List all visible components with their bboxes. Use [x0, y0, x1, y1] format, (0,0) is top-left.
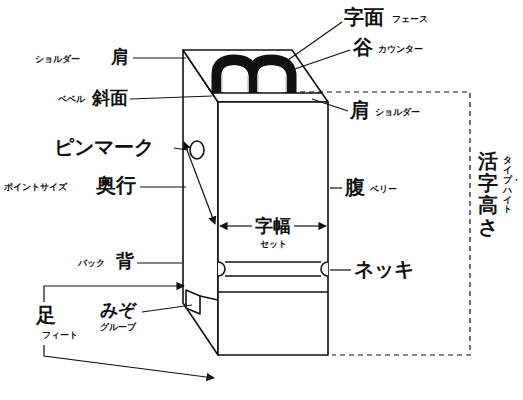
nick-line	[225, 261, 321, 263]
pin-mark	[190, 141, 204, 159]
part-label: ショルダー	[35, 54, 80, 64]
part-label: カウンター	[378, 44, 423, 54]
type-face-glyph	[217, 60, 291, 93]
leader-line	[130, 96, 212, 99]
leader-line	[330, 187, 342, 188]
foot-line	[218, 291, 328, 293]
part-label: バック	[78, 258, 105, 268]
part-label: グルーブ	[100, 322, 136, 332]
part-label: ベリー	[370, 184, 397, 194]
depth-arrow	[184, 142, 215, 224]
part-label: ポイントサイズ	[4, 182, 67, 192]
leader-line	[288, 22, 342, 60]
glyph-highlight	[222, 66, 286, 92]
part-label: 肩	[111, 47, 129, 68]
nick-line	[225, 275, 321, 277]
part-label: 活字高さ	[478, 150, 498, 238]
type-height-dim	[300, 92, 470, 355]
part-label: セット	[258, 239, 289, 249]
part-label: フィート	[42, 330, 78, 340]
front-face	[218, 102, 328, 355]
part-label: ショルダー	[375, 107, 420, 117]
part-label: 背	[116, 251, 134, 272]
leader-line	[137, 262, 182, 263]
leader-line	[142, 305, 192, 312]
top-face	[183, 50, 328, 102]
part-label: 字面	[344, 6, 384, 29]
nick-notch	[218, 262, 225, 276]
part-label: 斜面	[92, 88, 128, 109]
set-arrow	[294, 225, 326, 226]
part-label: 谷	[353, 36, 373, 59]
nick-notch	[321, 262, 328, 276]
feet-leader	[44, 345, 214, 378]
part-label: 奥行	[96, 174, 136, 197]
leader-line	[292, 50, 350, 70]
part-label: 腹	[345, 176, 365, 199]
part-label: 足	[36, 304, 56, 327]
leader-line	[140, 186, 186, 187]
part-label: みぞ	[100, 300, 136, 321]
groove-line	[200, 296, 218, 300]
leader-line	[330, 269, 351, 270]
part-label: 肩	[350, 99, 370, 122]
side-face	[183, 50, 218, 355]
part-label: ベベル	[58, 94, 85, 104]
set-arrow	[220, 225, 252, 226]
leader-line	[312, 99, 348, 111]
part-label: ネッキ	[354, 258, 414, 281]
part-label: 字幅	[253, 216, 293, 237]
part-label: ピンマーク	[54, 136, 154, 159]
part-label: タイプ・ハイト	[503, 156, 512, 215]
part-label: フェース	[392, 14, 428, 24]
groove-notch	[186, 290, 200, 314]
leader-line	[133, 57, 186, 58]
